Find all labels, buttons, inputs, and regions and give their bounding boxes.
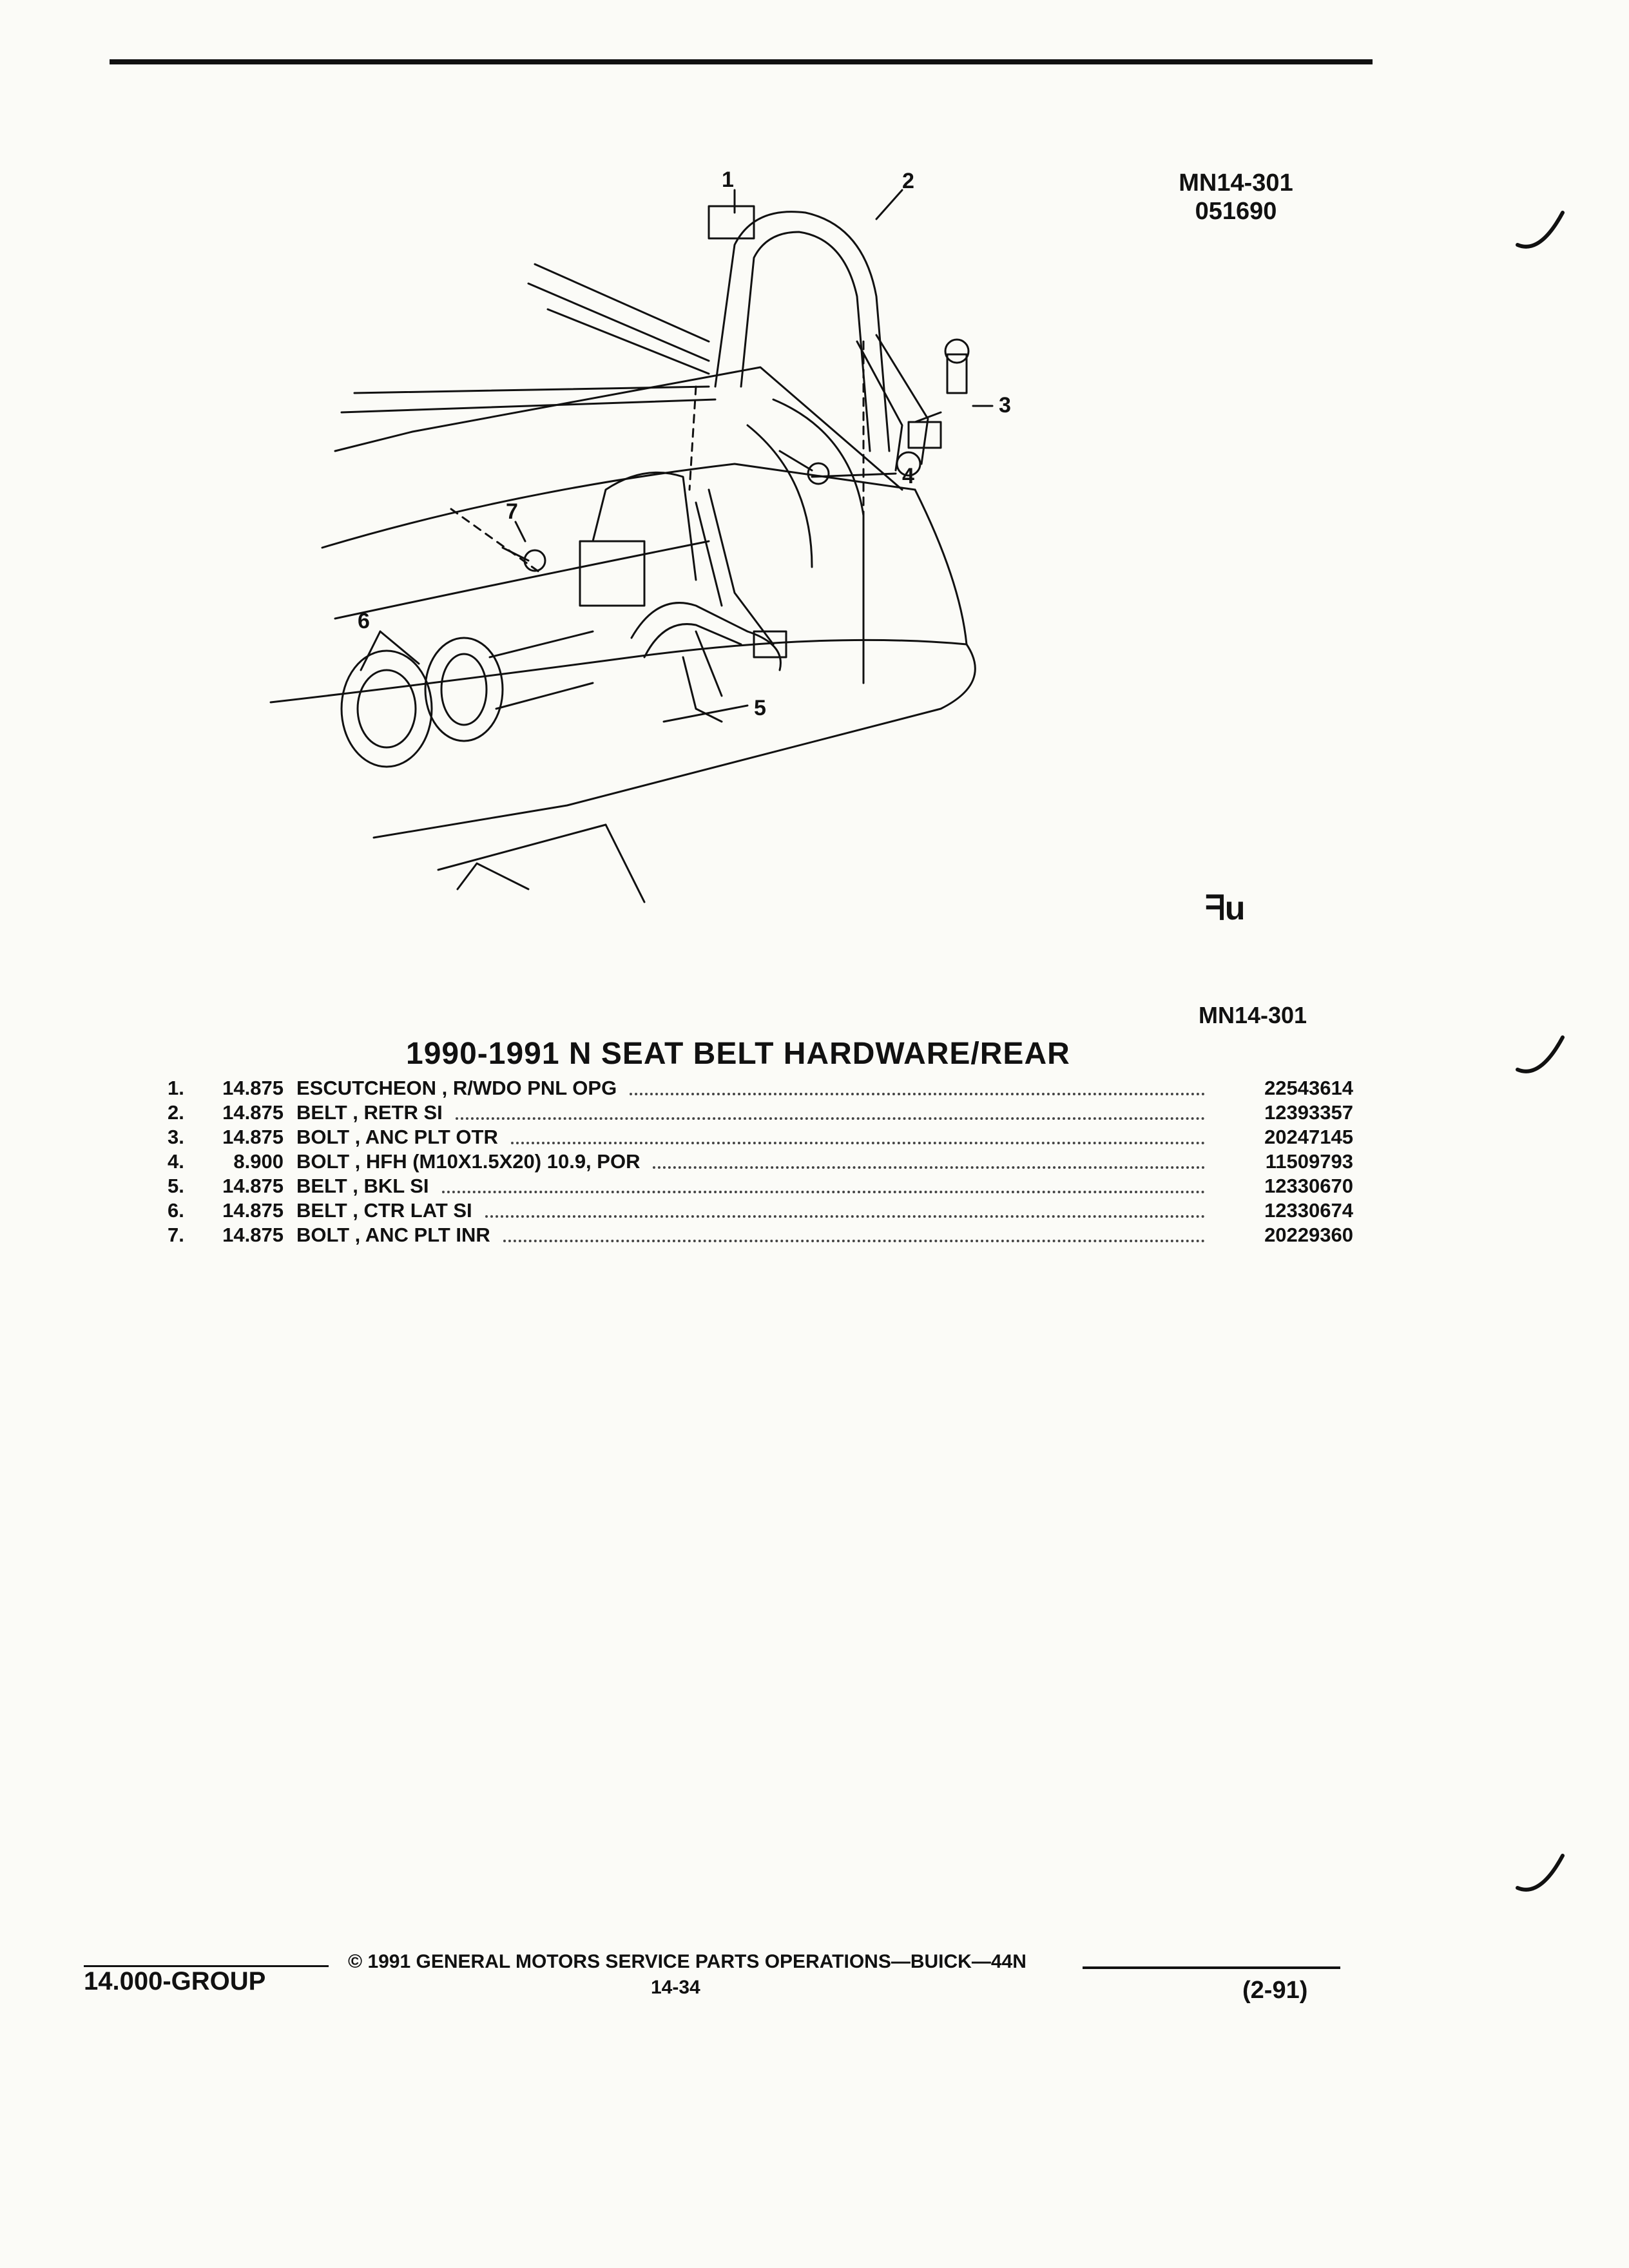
part-pn: 11509793 (1265, 1150, 1353, 1173)
part-description: BELT , BKL SI (296, 1175, 429, 1197)
reference-block: MN14-301 051690 (1139, 169, 1333, 226)
binder-mark (1516, 211, 1565, 249)
part-number: 7. (168, 1224, 184, 1246)
footer-group: 14.000-GROUP (84, 1967, 266, 1995)
part-number: 2. (168, 1101, 184, 1124)
part-number: 3. (168, 1126, 184, 1148)
footer-revision: (2-91) (1242, 1977, 1308, 2004)
list-item: 7. 14.875 BOLT , ANC PLT INR 20229360 (168, 1223, 1353, 1247)
part-pn: 12330670 (1264, 1175, 1353, 1197)
part-description: BOLT , ANC PLT OTR (296, 1126, 498, 1148)
callout-4: 4 (902, 464, 914, 488)
callout-5: 5 (754, 696, 766, 720)
part-number: 5. (168, 1175, 184, 1197)
part-group: 14.875 (222, 1175, 284, 1197)
part-description: BELT , RETR SI (296, 1101, 443, 1124)
part-pn: 22543614 (1264, 1077, 1353, 1099)
part-number: 1. (168, 1077, 184, 1099)
leader-dots (455, 1117, 1205, 1120)
part-description: ESCUTCHEON , R/WDO PNL OPG (296, 1077, 617, 1099)
part-group: 14.875 (222, 1199, 284, 1222)
footer-copyright: © 1991 GENERAL MOTORS SERVICE PARTS OPER… (348, 1951, 1027, 1972)
part-group: 14.875 (222, 1224, 284, 1246)
leader-dots (441, 1191, 1205, 1193)
part-group: 14.875 (222, 1077, 284, 1099)
footer-rule-right (1083, 1966, 1340, 1969)
leader-dots (653, 1166, 1205, 1169)
callout-1: 1 (722, 168, 734, 192)
part-number: 4. (168, 1150, 184, 1173)
leader-dots (485, 1215, 1205, 1218)
leader-dots (630, 1093, 1205, 1095)
footer-rule-left (84, 1965, 329, 1967)
list-item: 2. 14.875 BELT , RETR SI 12393357 (168, 1100, 1353, 1125)
callout-3: 3 (999, 393, 1011, 418)
parts-list: 1. 14.875 ESCUTCHEON , R/WDO PNL OPG 225… (168, 1076, 1353, 1247)
part-pn: 12330674 (1264, 1199, 1353, 1222)
part-pn: 20247145 (1264, 1126, 1353, 1148)
ref-code: MN14-301 (1179, 169, 1293, 197)
part-description: BOLT , ANC PLT INR (296, 1224, 490, 1246)
callout-6: 6 (358, 609, 370, 633)
part-description: BELT , CTR LAT SI (296, 1199, 472, 1222)
list-item: 3. 14.875 BOLT , ANC PLT OTR 20247145 (168, 1125, 1353, 1149)
leader-dots (503, 1240, 1205, 1242)
part-pn: 12393357 (1264, 1101, 1353, 1124)
list-item: 6. 14.875 BELT , CTR LAT SI 12330674 (168, 1198, 1353, 1223)
page-title: 1990-1991 N SEAT BELT HARDWARE/REAR (406, 1037, 1070, 1071)
seat-belt-illustration: 1 2 3 4 5 6 7 (269, 168, 1011, 903)
list-item: 5. 14.875 BELT , BKL SI 12330670 (168, 1174, 1353, 1198)
part-group: 14.875 (222, 1101, 284, 1124)
part-number: 6. (168, 1199, 184, 1222)
callout-7: 7 (506, 499, 518, 524)
binder-mark (1516, 1854, 1565, 1892)
part-pn: 20229360 (1264, 1224, 1353, 1246)
list-item: 1. 14.875 ESCUTCHEON , R/WDO PNL OPG 225… (168, 1076, 1353, 1100)
footer-page-number: 14-34 (651, 1977, 700, 1998)
callout-2: 2 (902, 169, 914, 193)
part-description: BOLT , HFH (M10X1.5X20) 10.9, POR (296, 1150, 641, 1173)
ref-code-bottom: MN14-301 (1199, 1002, 1307, 1028)
list-item: 4. 8.900 BOLT , HFH (M10X1.5X20) 10.9, P… (168, 1149, 1353, 1174)
leader-dots (510, 1142, 1205, 1144)
top-rule (110, 59, 1373, 64)
ref-date: 051690 (1195, 198, 1277, 225)
cu-logo: ᖷu (1205, 890, 1246, 927)
binder-mark (1516, 1035, 1565, 1073)
part-group: 8.900 (233, 1150, 284, 1173)
part-group: 14.875 (222, 1126, 284, 1148)
